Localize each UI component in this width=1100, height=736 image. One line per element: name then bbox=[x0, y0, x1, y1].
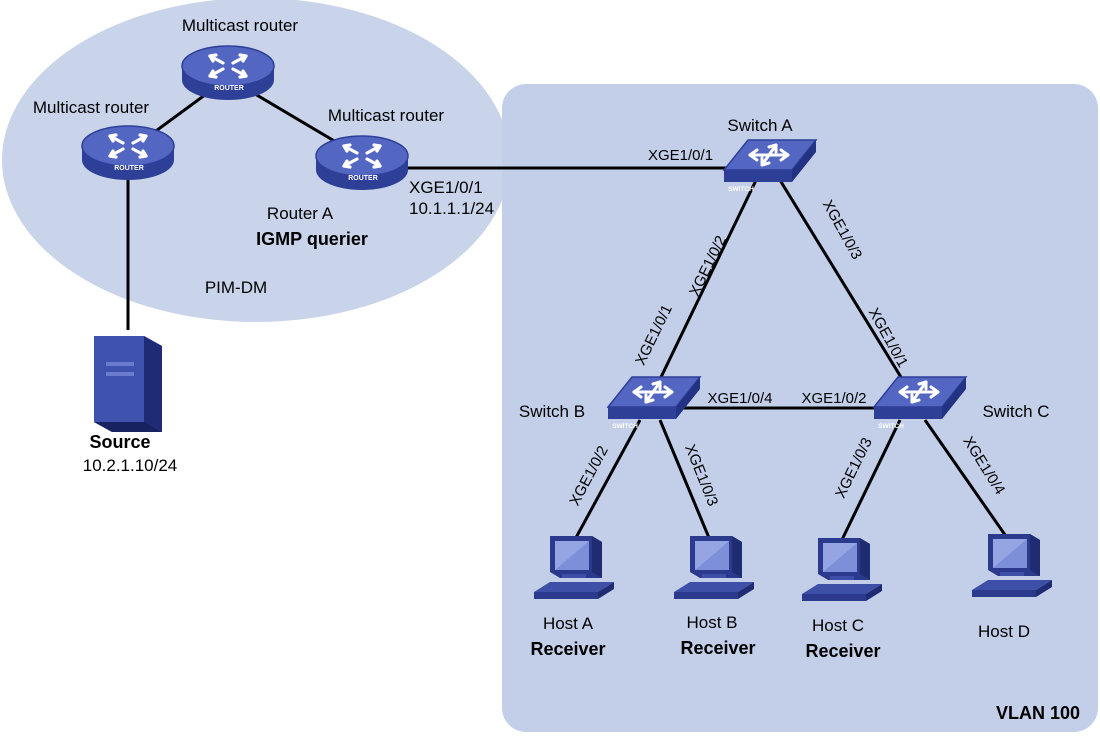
pim-dm-zone bbox=[2, 0, 510, 322]
multicast-router-left: ROUTER Multicast router bbox=[33, 98, 176, 182]
host-c-name: Host C bbox=[812, 616, 864, 635]
router-a-role: IGMP querier bbox=[256, 229, 368, 249]
host-b-name: Host B bbox=[686, 613, 737, 632]
router-a: ROUTER Multicast router Router A IGMP qu… bbox=[256, 106, 494, 249]
host-c-role: Receiver bbox=[805, 641, 880, 661]
source-ip: 10.2.1.10/24 bbox=[83, 456, 178, 475]
host-a: Host A Receiver bbox=[530, 536, 614, 659]
switch-a: SWITCH Switch A bbox=[722, 116, 818, 193]
source-label: Source bbox=[89, 432, 150, 452]
router-top-label: Multicast router bbox=[182, 16, 299, 35]
port-swa-to-router: XGE1/0/1 bbox=[648, 147, 713, 164]
link-switch-b-host-b bbox=[658, 419, 714, 546]
router-a-port: XGE1/0/1 bbox=[409, 178, 483, 197]
switch-badge: SWITCH bbox=[728, 186, 754, 193]
switch-badge: SWITCH bbox=[612, 423, 638, 430]
server-icon bbox=[94, 336, 162, 432]
link-switch-a-switch-b bbox=[648, 171, 762, 401]
link-switch-a-switch-c bbox=[773, 171, 917, 401]
source-server: Source 10.2.1.10/24 bbox=[83, 336, 178, 475]
vlan-100-label: VLAN 100 bbox=[996, 703, 1080, 723]
port-swb-to-swc: XGE1/0/4 bbox=[707, 390, 772, 407]
switch-badge: SWITCH bbox=[878, 423, 904, 430]
router-a-label: Multicast router bbox=[328, 106, 445, 125]
multicast-router-top: ROUTER Multicast router bbox=[180, 16, 299, 102]
router-left-label: Multicast router bbox=[33, 98, 150, 117]
switch-c-label: Switch C bbox=[982, 402, 1049, 421]
host-a-role: Receiver bbox=[530, 639, 605, 659]
switch-a-label: Switch A bbox=[727, 116, 793, 135]
pim-dm-label: PIM-DM bbox=[205, 278, 267, 297]
port-swc-to-swb: XGE1/0/2 bbox=[801, 390, 866, 407]
switch-b: SWITCH Switch B bbox=[519, 375, 702, 430]
router-a-ip: 10.1.1.1/24 bbox=[409, 199, 494, 218]
host-d-name: Host D bbox=[978, 622, 1030, 641]
link-switch-c-host-d bbox=[923, 419, 1012, 543]
router-a-name: Router A bbox=[267, 204, 334, 223]
router-badge: ROUTER bbox=[114, 165, 144, 172]
router-badge: ROUTER bbox=[214, 85, 244, 92]
host-b: Host B Receiver bbox=[674, 536, 756, 658]
host-c: Host C Receiver bbox=[802, 538, 882, 661]
host-d: Host D bbox=[972, 534, 1052, 641]
link-switch-c-host-c bbox=[836, 419, 902, 549]
link-switch-b-host-a bbox=[570, 419, 642, 546]
host-a-name: Host A bbox=[543, 614, 594, 633]
switch-b-label: Switch B bbox=[519, 402, 585, 421]
switch-c: SWITCH Switch C bbox=[872, 375, 1050, 430]
links bbox=[126, 76, 1012, 549]
router-badge: ROUTER bbox=[348, 175, 378, 182]
host-b-role: Receiver bbox=[680, 638, 755, 658]
